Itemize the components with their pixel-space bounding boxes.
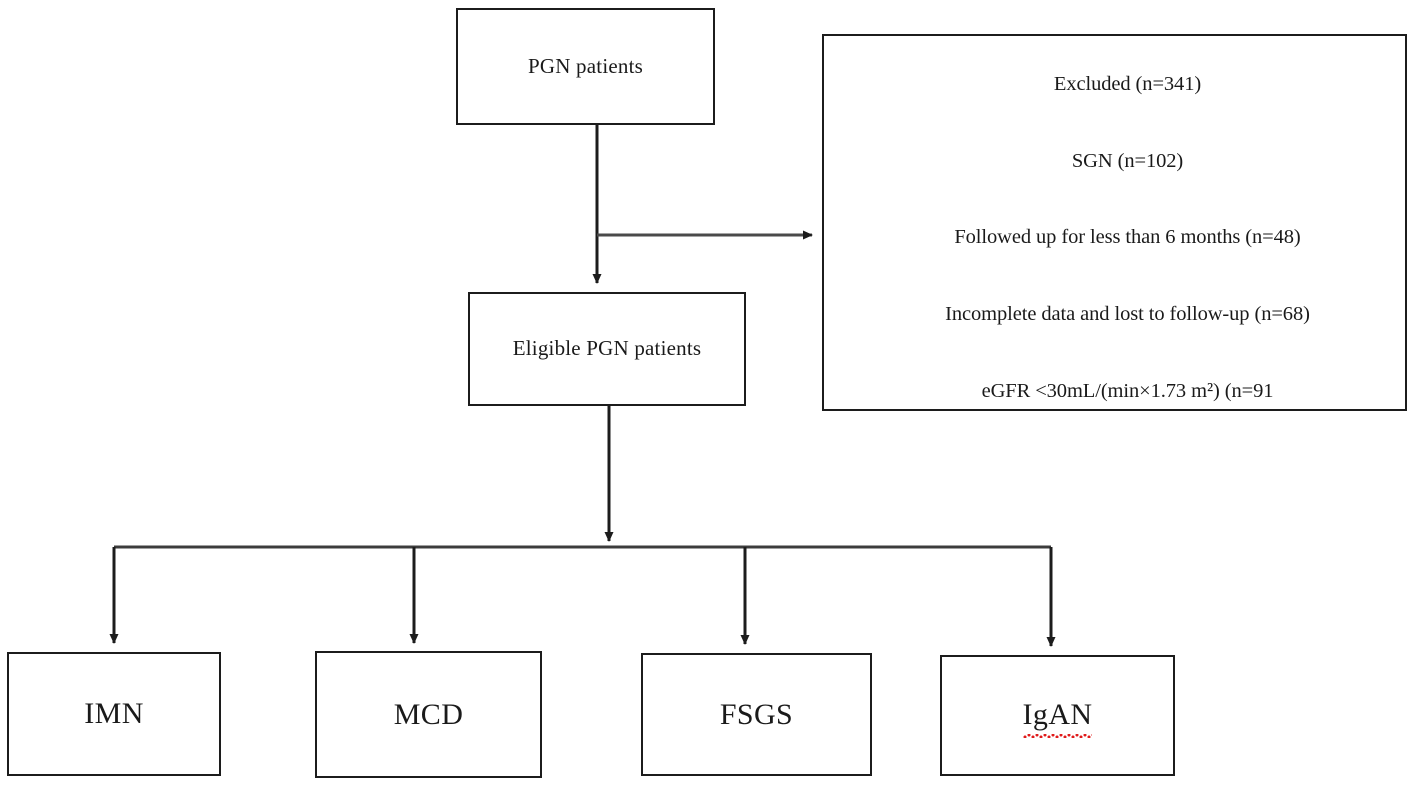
- node-pgn-patients-label: PGN patients: [528, 53, 643, 78]
- node-diagnosis-fsgs-label: FSGS: [719, 697, 794, 731]
- exclusion-item-low-egfr: eGFR <30mL/(min×1.73 m²) (n=91: [981, 379, 1274, 402]
- exclusion-item-sgn: SGN (n=102): [1071, 149, 1184, 172]
- node-diagnosis-igan-label: IgAN: [1022, 697, 1093, 738]
- node-diagnosis-imn-label: IMN: [84, 697, 144, 730]
- node-exclusion-panel: Excluded (n=341) SGN (n=102) Followed up…: [822, 34, 1407, 411]
- exclusion-item-excluded-total: Excluded (n=341): [1053, 73, 1202, 95]
- node-pgn-patients: PGN patients: [456, 8, 715, 125]
- node-eligible-pgn-patients: Eligible PGN patients: [468, 292, 746, 406]
- node-diagnosis-igan: IgAN: [940, 655, 1175, 776]
- node-diagnosis-mcd-label: MCD: [393, 697, 464, 731]
- exclusion-item-short-followup: Followed up for less than 6 months (n=48…: [954, 226, 1301, 249]
- exclusion-list: Excluded (n=341) SGN (n=102) Followed up…: [824, 36, 1405, 404]
- node-diagnosis-imn: IMN: [7, 652, 221, 776]
- node-eligible-pgn-patients-label: Eligible PGN patients: [512, 336, 702, 361]
- node-diagnosis-mcd: MCD: [315, 651, 542, 778]
- exclusion-item-incomplete-data: Incomplete data and lost to follow-up (n…: [945, 302, 1310, 325]
- node-diagnosis-fsgs: FSGS: [641, 653, 872, 776]
